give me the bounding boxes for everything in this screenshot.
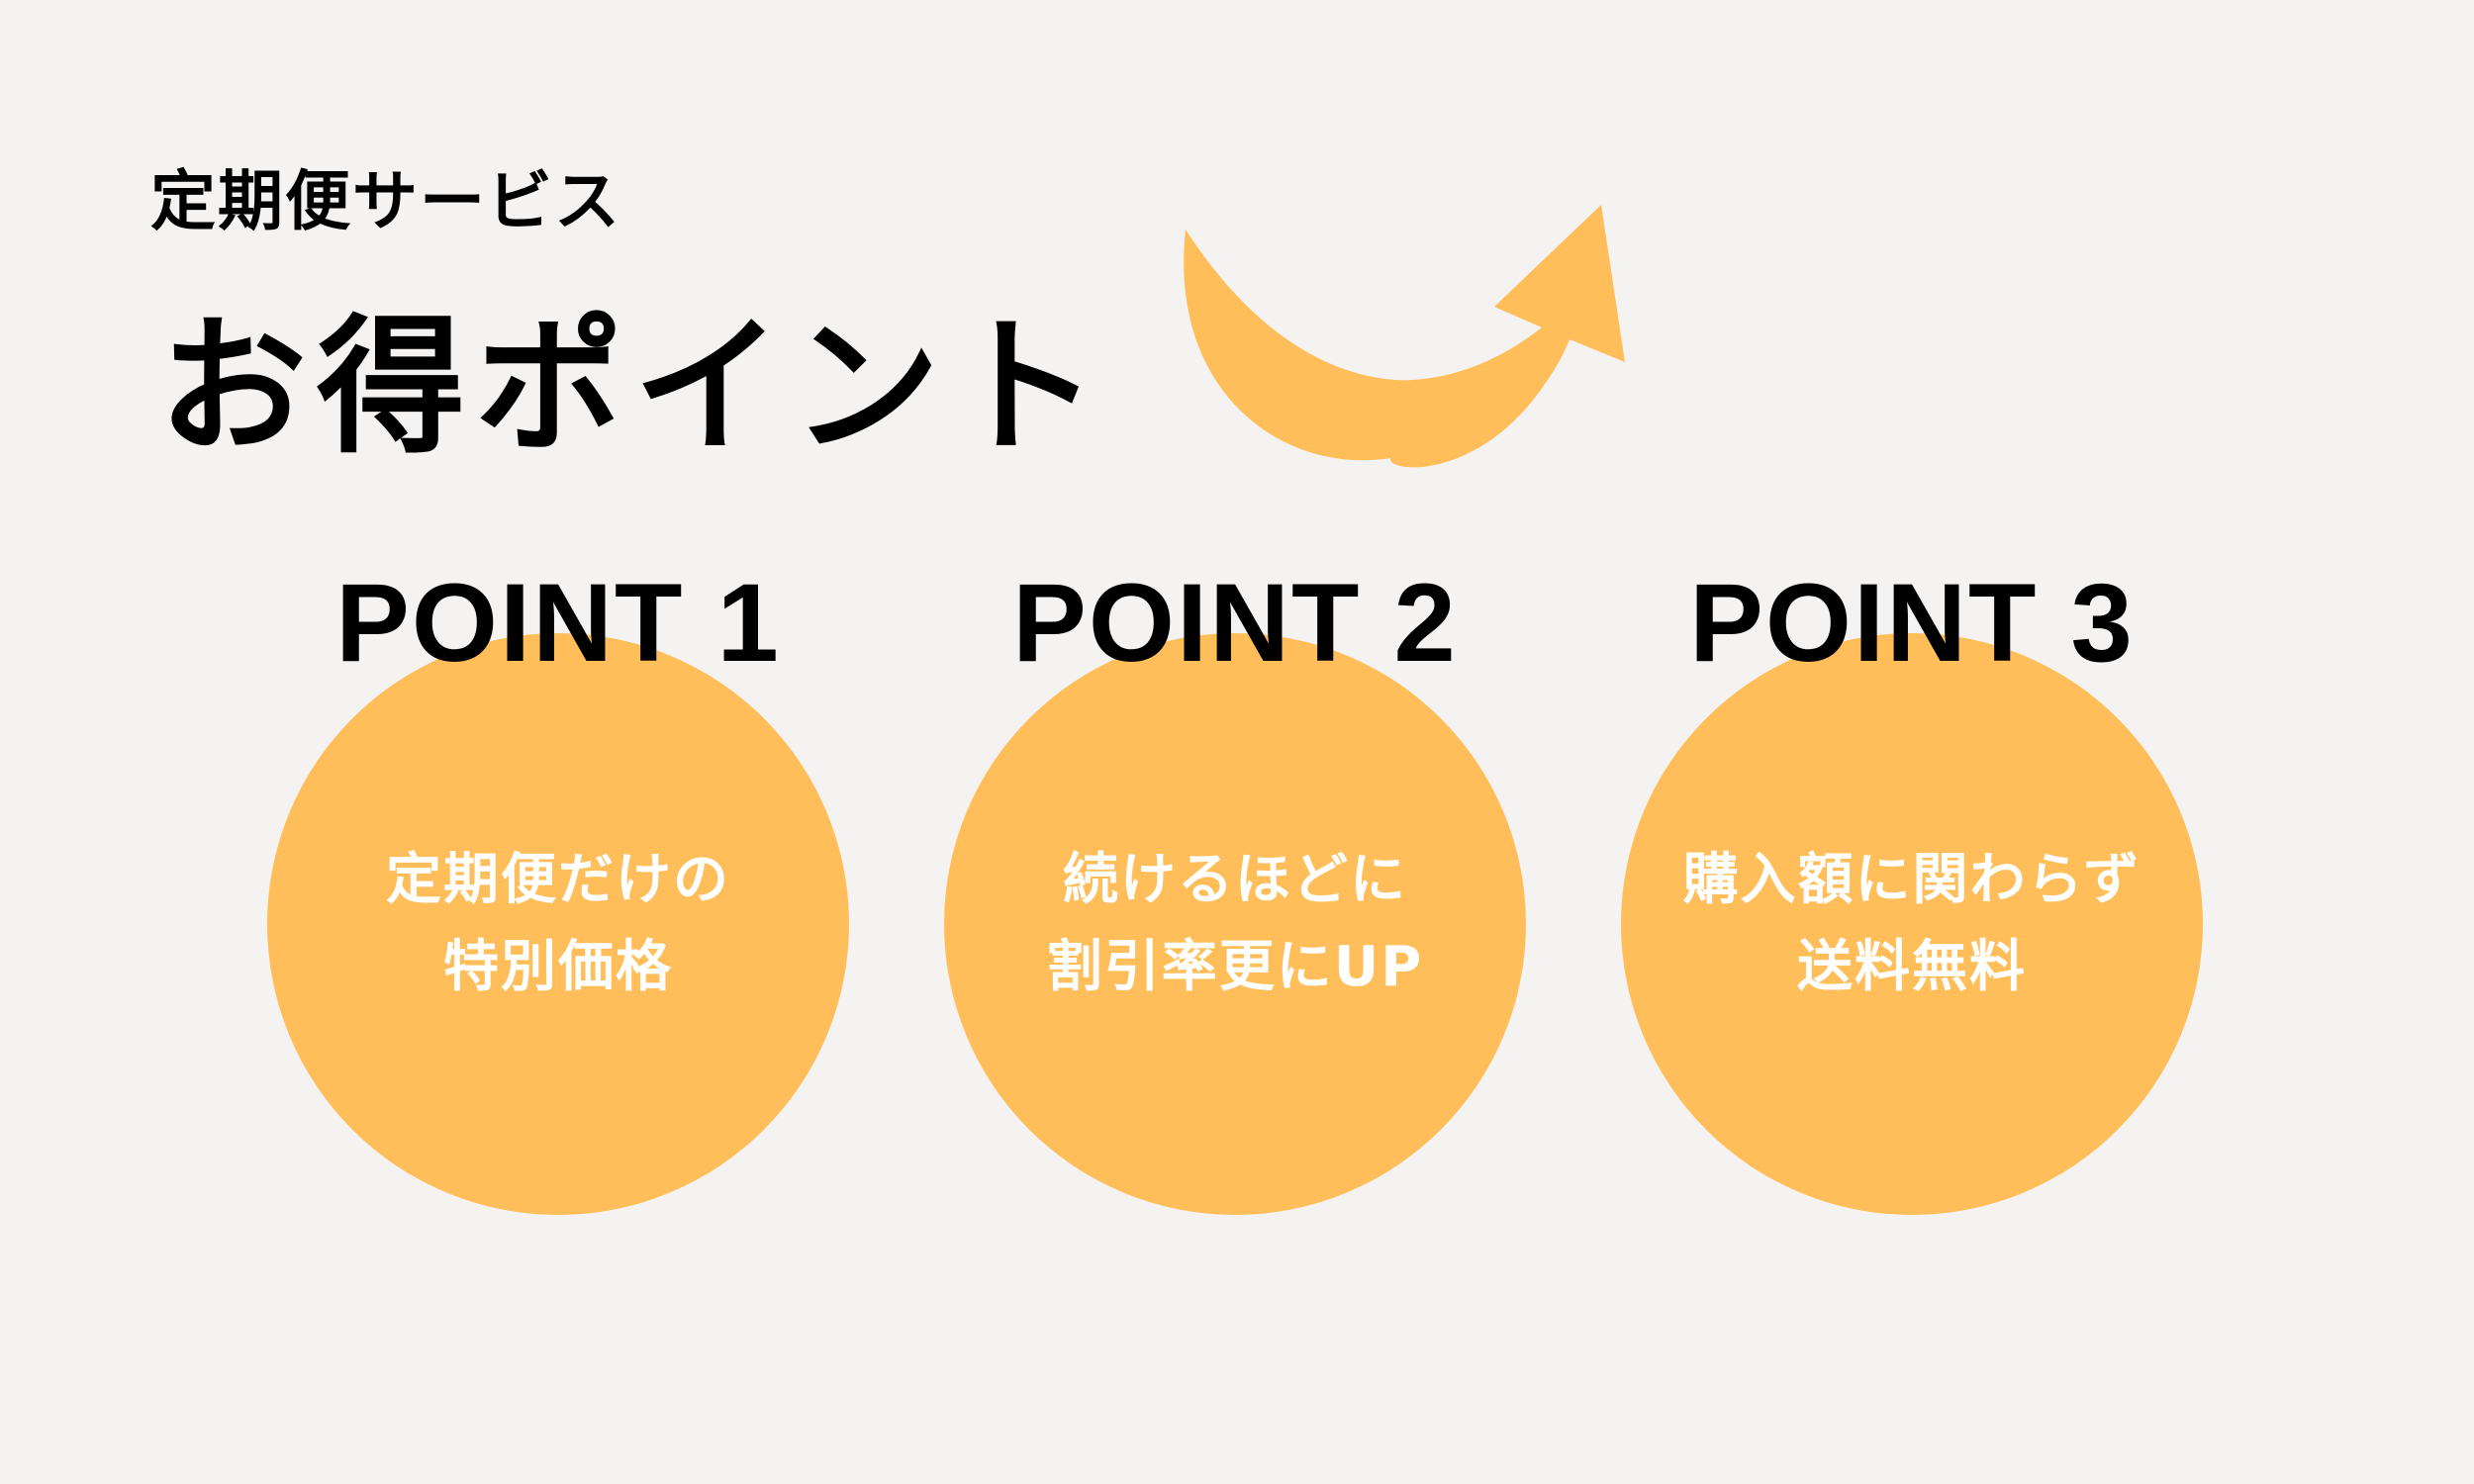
point-1-line1: 定期便だけの: [386, 848, 730, 912]
point-3-line2: 送料無料: [1796, 935, 2027, 999]
point-3-circle: 購入額に関わらず送料無料: [1621, 633, 2203, 1215]
point-2-line2: 割引率更にUP: [1046, 935, 1424, 999]
subtitle: 定期便サービス: [150, 163, 621, 239]
point-1-label: POINT 1: [335, 561, 781, 685]
point-2-line1: 続けるほどに: [1062, 848, 1407, 912]
point-3-label: POINT 3: [1689, 561, 2135, 685]
point-1-circle: 定期便だけの特別価格: [267, 633, 849, 1215]
point-2-label: POINT 2: [1012, 561, 1458, 685]
point-2-circle: 続けるほどに割引率更にUP: [944, 633, 1526, 1215]
point-3-line1: 購入額に関わらず: [1682, 848, 2141, 912]
point-1-line2: 特別価格: [443, 935, 673, 999]
page-title: お得ポイント: [158, 302, 1109, 474]
